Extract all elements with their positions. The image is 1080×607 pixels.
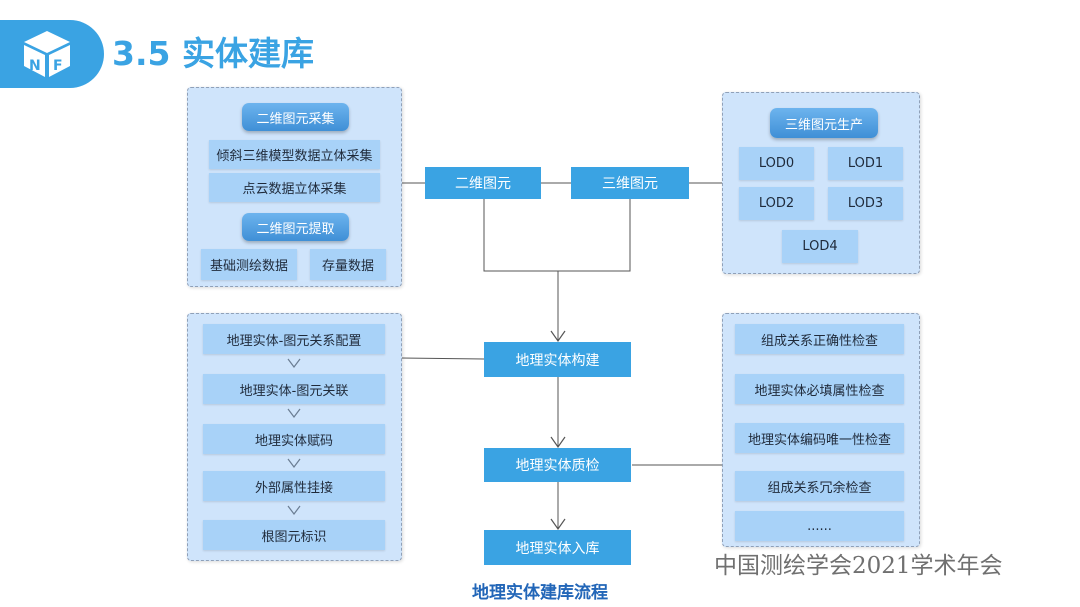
lod-box: LOD2: [739, 187, 814, 220]
cube-logo-icon: N F: [24, 31, 70, 77]
elem-2d-box: 二维图元: [425, 167, 541, 199]
entity-build-box: 地理实体构建: [484, 342, 631, 377]
stock-data-box: 存量数据: [310, 249, 386, 280]
lod-box: LOD3: [828, 187, 903, 220]
basic-survey-box: 基础测绘数据: [201, 249, 297, 280]
watermark-text: 中国测绘学会2021学术年会: [714, 553, 1003, 579]
down-arrow-icon: [287, 505, 301, 515]
check-box: 组成关系冗余检查: [735, 471, 904, 501]
produce-3d-button: 三维图元生产: [770, 108, 878, 138]
check-box: 地理实体必填属性检查: [735, 374, 904, 404]
page-title: 3.5 实体建库: [112, 34, 314, 73]
collect-2d-button: 二维图元采集: [242, 103, 349, 131]
entity-store-box: 地理实体入库: [484, 530, 631, 565]
pointcloud-collect-box: 点云数据立体采集: [209, 173, 380, 202]
step-box: 地理实体赋码: [203, 424, 385, 454]
check-box: ......: [735, 511, 904, 541]
down-arrow-icon: [287, 408, 301, 418]
step-box: 外部属性挂接: [203, 471, 385, 501]
oblique-collect-box: 倾斜三维模型数据立体采集: [209, 140, 380, 169]
step-box: 地理实体-图元关系配置: [203, 324, 385, 354]
lod-box: LOD0: [739, 147, 814, 180]
step-box: 地理实体-图元关联: [203, 374, 385, 404]
svg-text:F: F: [53, 58, 63, 74]
down-arrow-icon: [287, 358, 301, 368]
elem-3d-box: 三维图元: [571, 167, 689, 199]
check-box: 组成关系正确性检查: [735, 324, 904, 354]
lod-box: LOD4: [782, 230, 858, 263]
check-box: 地理实体编码唯一性检查: [735, 423, 904, 453]
diagram-caption: 地理实体建库流程: [472, 583, 608, 603]
down-arrow-icon: [287, 458, 301, 468]
entity-qc-box: 地理实体质检: [484, 448, 631, 482]
extract-2d-button: 二维图元提取: [242, 213, 349, 241]
lod-box: LOD1: [828, 147, 903, 180]
step-box: 根图元标识: [203, 520, 385, 550]
svg-text:N: N: [29, 58, 41, 74]
